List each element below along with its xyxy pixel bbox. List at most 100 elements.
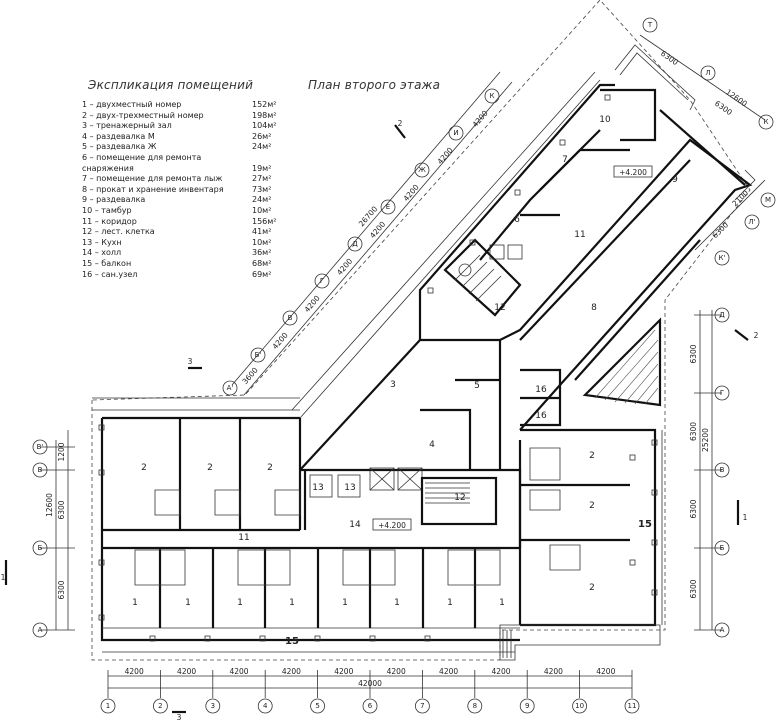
room-label-1: 1	[289, 598, 295, 608]
legend-room-area: 24м²	[252, 195, 272, 205]
dimension-span: 4200	[491, 667, 510, 676]
legend-room-name: снаряжения	[82, 163, 134, 173]
room-label-13: 13	[344, 483, 355, 493]
axis-northeast-label: К'	[719, 254, 726, 262]
axis-diagonal-label: К	[490, 92, 495, 100]
axis-diagonal-label: Ж	[418, 166, 426, 174]
dimension-span: 4200	[229, 667, 248, 676]
dimension-span: 1200	[57, 442, 66, 461]
axis-bottom-label: 6	[368, 702, 373, 710]
dimension-total: 12600	[45, 493, 54, 517]
dimension-span: 6300	[689, 422, 698, 441]
room-label-1: 1	[132, 598, 138, 608]
elevation-marks: +4.200 +4.200	[372, 165, 653, 531]
dimension-span: 4200	[334, 667, 353, 676]
axis-diagonal-bubble	[448, 125, 464, 141]
axis-northeast-bubble	[714, 250, 730, 266]
section-mark: 1	[1, 573, 6, 582]
legend-room-name: 16 – сан.узел	[82, 269, 138, 279]
legend-room-area: 41м²	[252, 227, 272, 237]
legend-room-name: 13 – Кухн	[82, 237, 122, 247]
room-label-6: 6	[514, 215, 520, 225]
room-label-3: 3	[390, 380, 396, 390]
legend-room-name: 15 – балкон	[82, 258, 132, 268]
room-label-16: 16	[535, 411, 547, 421]
room-label-1: 1	[237, 598, 243, 608]
axis-bottom-bubble	[100, 698, 116, 714]
axis-right-bubble	[714, 385, 730, 401]
axis-right-label: Г	[720, 389, 724, 397]
room-label-7: 7	[562, 155, 568, 165]
axis-northeast-label: Т	[647, 21, 653, 29]
room-labels: 2 2 2 11 14 13 13 12 12 4 5 3 1 1 1 1 1 …	[132, 115, 678, 647]
axis-bottom-label: 8	[473, 702, 477, 710]
axis-bottom-label: 3	[211, 702, 215, 710]
axis-bottom-label: 2	[158, 702, 162, 710]
section-mark: 2	[754, 331, 759, 340]
dimension-span: 6300	[710, 220, 730, 240]
dimension-span: 6300	[57, 500, 66, 519]
dimension-span: 3600	[240, 366, 259, 386]
axis-northeast-bubble	[642, 17, 658, 33]
axis-diagonal-label: В	[288, 314, 293, 322]
room-label-12: 12	[454, 493, 465, 503]
axis-northeast-bubble	[744, 214, 760, 230]
room-label-16: 16	[535, 385, 547, 395]
legend-room-area: 198м²	[252, 110, 277, 120]
axis-bottom-bubble	[519, 698, 535, 714]
legend-room-area: 24м²	[252, 142, 272, 152]
room-label-2: 2	[207, 463, 213, 473]
axis-right-label: А	[720, 626, 725, 634]
dimension-span: 6300	[689, 499, 698, 518]
legend-row: 6 – помещение для ремонта	[82, 153, 282, 164]
axis-northeast-bubble	[760, 192, 776, 208]
axis-bottom-bubble	[205, 698, 221, 714]
legend-row: 9 – раздевалка 24м²	[82, 195, 282, 206]
axis-northeast-bubble	[700, 65, 716, 81]
dimension-span: 4200	[387, 667, 406, 676]
diagonal-wing	[291, 44, 756, 431]
legend-room-area	[252, 153, 282, 164]
axis-diagonal-label: Б'	[255, 351, 262, 359]
axis-left-label: А	[38, 626, 43, 634]
axis-right-label: Д	[719, 311, 725, 319]
axis-left-bubble	[32, 439, 48, 455]
room-label-1: 1	[447, 598, 453, 608]
axis-left-label: Б	[38, 544, 43, 552]
legend-room-name: 14 – холл	[82, 248, 122, 258]
legend-row: 15 – балкон 68м²	[82, 259, 282, 270]
axis-diagonal-bubble	[347, 236, 363, 252]
room-label-2: 2	[589, 501, 595, 511]
dimension-span: 4200	[125, 667, 144, 676]
axis-diagonal-label: Д	[352, 240, 358, 248]
section-marks: 1 1 2 2 3 3	[1, 119, 759, 722]
legend-room-name: 8 – прокат и хранение инвентаря	[82, 184, 224, 194]
room-label-11: 11	[574, 230, 585, 240]
legend-room-name: 9 – раздевалка	[82, 195, 146, 205]
axis-diagonal-label: Г	[320, 277, 324, 285]
elevation-mark: +4.200	[619, 168, 647, 177]
legend-room-area: 152м²	[252, 100, 277, 109]
legend-room-area: 68м²	[252, 258, 272, 268]
dimension-span: 4200	[270, 331, 289, 351]
axis-diagonal-label: Е	[386, 203, 390, 211]
dimension-span: 4200	[596, 667, 615, 676]
legend-room-name: 12 – лест. клетка	[82, 227, 155, 237]
room-label-9: 9	[672, 175, 678, 185]
room-label-8: 8	[591, 303, 597, 313]
site-contour	[91, 0, 751, 661]
legend-room-name: 4 – раздевалка М	[82, 131, 155, 141]
axis-right-label: Б	[720, 544, 725, 552]
room-label-1: 1	[185, 598, 191, 608]
axis-bottom-label: 1	[106, 702, 110, 710]
central-hall	[299, 338, 522, 548]
axis-left-bubble	[32, 622, 48, 638]
plan-title: План второго этажа	[308, 78, 441, 92]
legend-room-name: 6 – помещение для ремонта	[82, 152, 202, 162]
axis-left-label: В'	[37, 443, 44, 451]
